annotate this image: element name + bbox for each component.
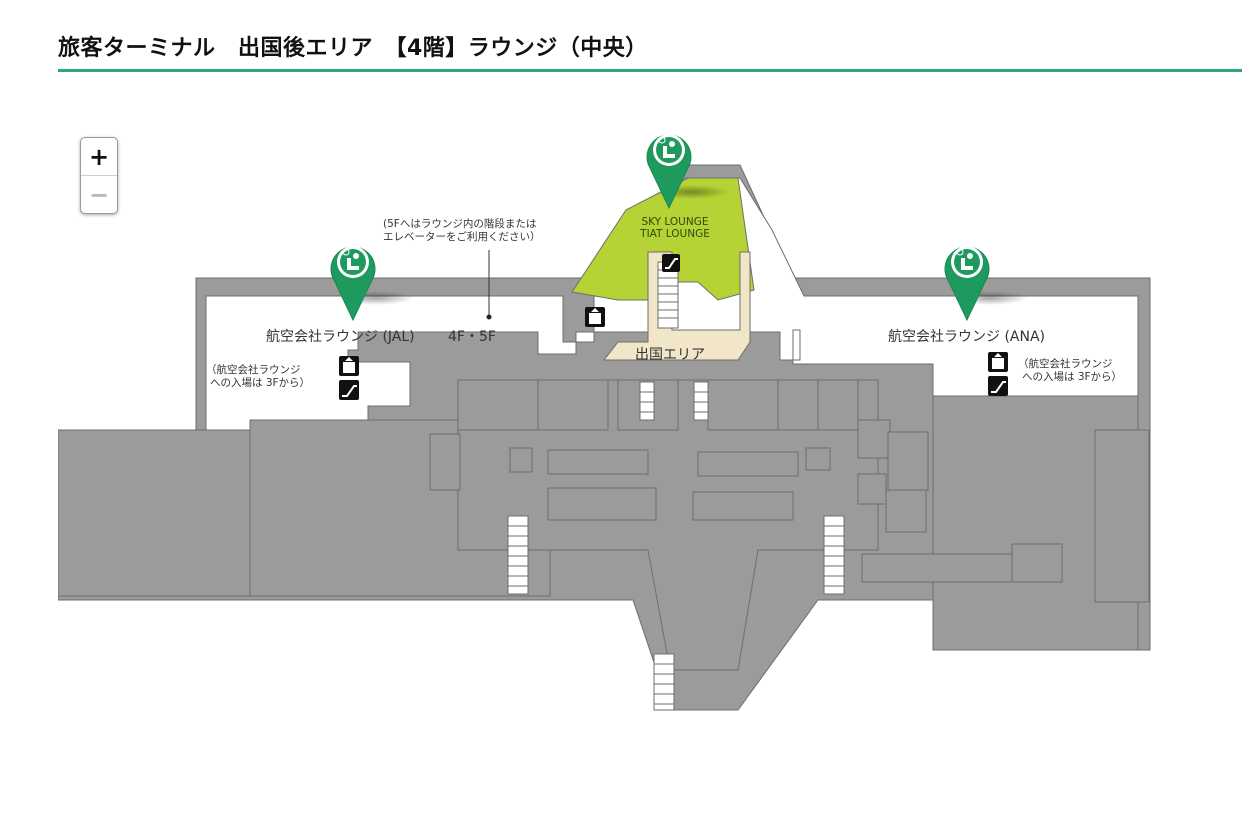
note-5f-line1: (5Fへはラウンジ内の階段または	[383, 218, 537, 230]
hall-escalators	[507, 381, 845, 711]
lounge-pin-jal[interactable]	[328, 238, 378, 322]
note-5f-line2: エレベーターをご利用ください）	[383, 231, 541, 243]
ana-entry-note-line2: への入場は 3Fから）	[1022, 371, 1123, 383]
left-wing-block	[58, 429, 251, 597]
jal-entry-note-line1: （航空会社ラウンジ	[206, 364, 301, 376]
zoom-in-button[interactable]: +	[81, 138, 117, 176]
note-leader-dot	[486, 314, 492, 320]
departure-area-label: 出国エリア	[635, 347, 705, 363]
page-title: 旅客ターミナル 出国後エリア 【4階】ラウンジ（中央）	[58, 36, 648, 61]
lounge-pin-ana[interactable]	[942, 238, 992, 322]
ana-entry-note-line1: （航空会社ラウンジ	[1018, 358, 1113, 370]
elevator-icon	[988, 352, 1008, 372]
escalator-icon	[339, 380, 359, 400]
ana-lounge-label: 航空会社ラウンジ (ANA)	[888, 329, 1046, 345]
elevator-icon	[339, 356, 359, 376]
lounge-pin-tiat[interactable]	[644, 126, 694, 210]
jal-lounge-label: 航空会社ラウンジ (JAL)	[266, 329, 415, 345]
tiat-lounge-label: TIAT LOUNGE	[640, 228, 710, 240]
escalator-icon	[988, 376, 1008, 396]
sky-lounge-label: SKY LOUNGE	[641, 216, 709, 228]
floors-label: 4F・5F	[448, 329, 496, 345]
jal-entry-note-line2: への入場は 3Fから）	[210, 377, 311, 389]
floor-map[interactable]: 航空会社ラウンジ (JAL) 4F・5F (5Fへはラウンジ内の階段または エレ…	[58, 110, 1242, 730]
zoom-out-button[interactable]: −	[88, 180, 110, 209]
floor-map-drawing	[58, 164, 1151, 711]
escalator-icon	[662, 254, 680, 272]
zoom-control: + −	[80, 137, 118, 214]
elevator-icon	[585, 307, 605, 327]
lounge-seat-icon	[646, 134, 692, 210]
lounge-seat-icon	[944, 246, 990, 322]
lounge-seat-icon	[330, 246, 376, 322]
title-underline	[58, 69, 1242, 72]
right-tower-block	[1094, 429, 1150, 603]
